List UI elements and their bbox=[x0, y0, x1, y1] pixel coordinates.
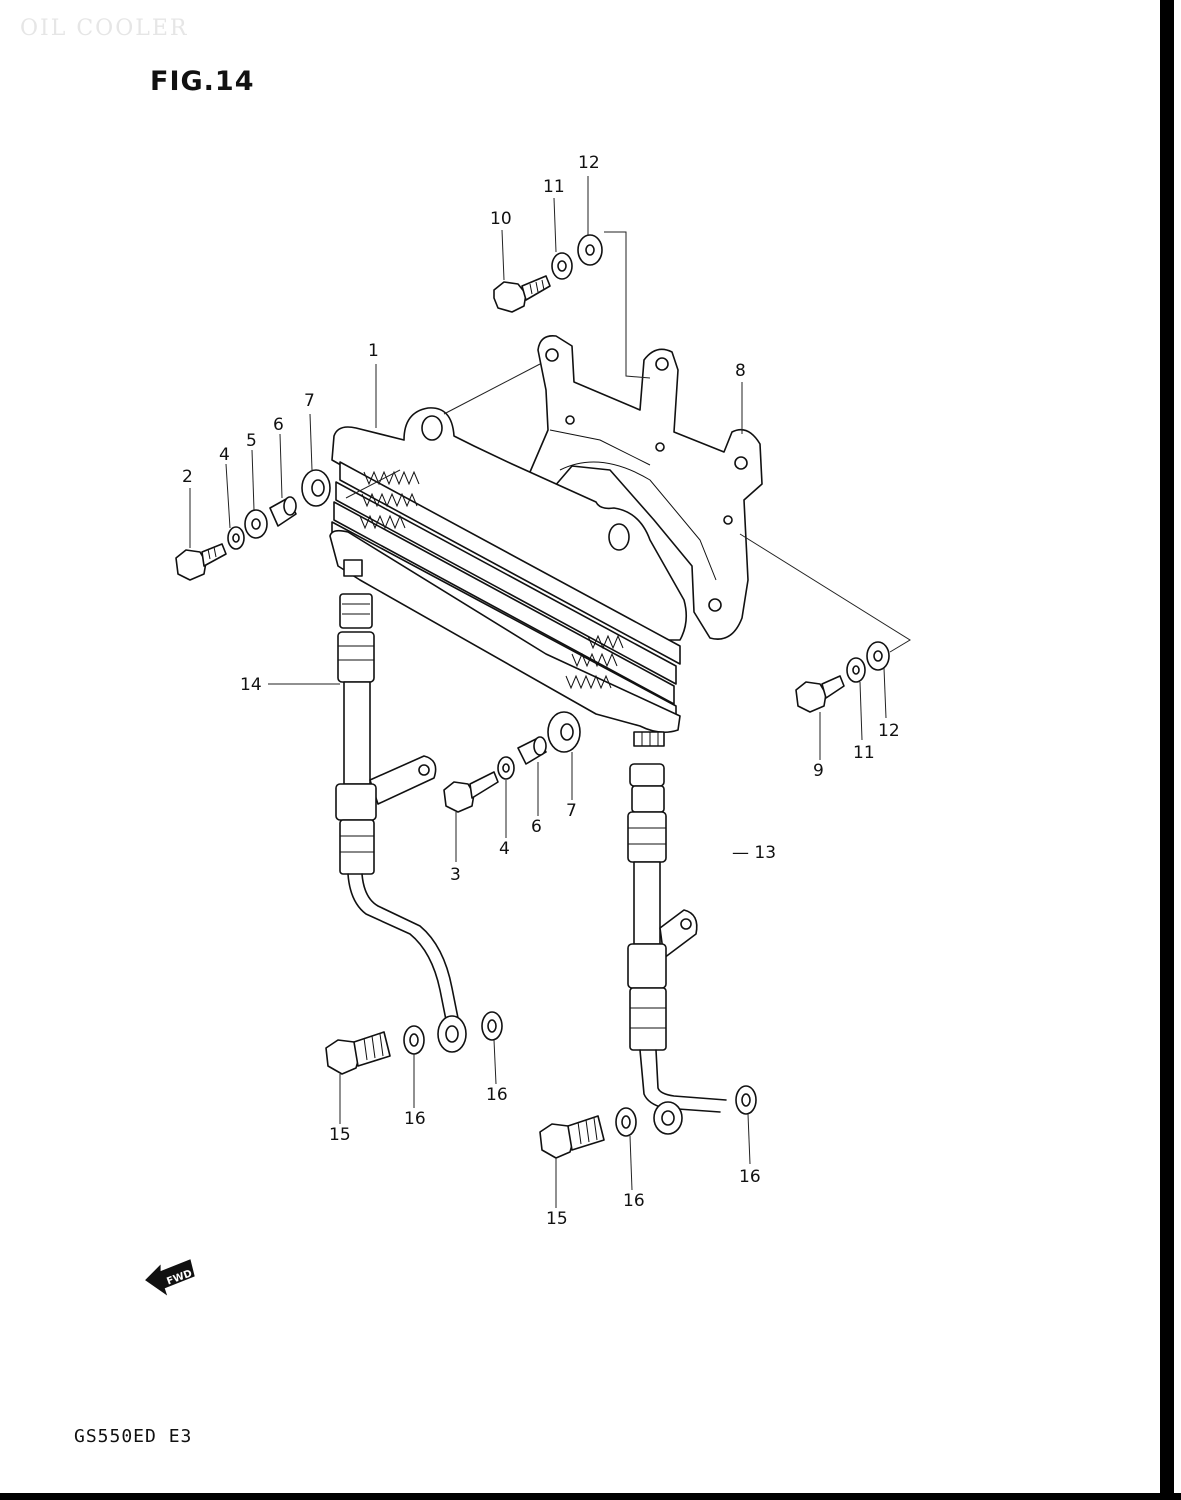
oil-hose-part-13 bbox=[627, 763, 727, 1135]
oil-hose-part-14 bbox=[335, 593, 467, 1053]
bolt-part-2 bbox=[175, 543, 227, 581]
callout-6-center: 6 bbox=[531, 817, 542, 837]
washer-part-5 bbox=[244, 509, 268, 539]
fwd-arrow-icon: FWD bbox=[145, 1259, 195, 1296]
callout-7-center: 7 bbox=[566, 801, 577, 821]
bolt-part-9 bbox=[795, 675, 845, 713]
collar-part-6-left bbox=[269, 496, 297, 527]
grommet-part-7-left bbox=[301, 469, 331, 507]
callout-15-right: 15 bbox=[546, 1209, 568, 1229]
callout-3: 3 bbox=[450, 865, 461, 885]
callout-9: 9 bbox=[813, 761, 824, 781]
lock-washer-part-4-center bbox=[497, 756, 515, 780]
ghost-section-title: OIL COOLER bbox=[20, 16, 189, 41]
callout-12-right: 12 bbox=[878, 721, 900, 741]
callout-6-left: 6 bbox=[273, 415, 284, 435]
washer-part-12-right bbox=[866, 641, 890, 671]
grommet-part-7-center bbox=[547, 711, 581, 753]
page-bottom-border bbox=[0, 1493, 1181, 1500]
callout-13: — 13 bbox=[732, 843, 776, 863]
oil-cooler-part-1 bbox=[329, 407, 688, 747]
bolt-part-3 bbox=[443, 771, 499, 813]
washer-part-16-b bbox=[481, 1011, 503, 1041]
bolt-part-10 bbox=[493, 275, 551, 313]
leader-lines bbox=[189, 176, 887, 1208]
washer-part-11-right bbox=[846, 657, 866, 683]
washer-part-16-c bbox=[615, 1107, 637, 1137]
assembly-lines bbox=[345, 231, 911, 653]
callout-11-right: 11 bbox=[853, 743, 875, 763]
callout-16-b: 16 bbox=[486, 1085, 508, 1105]
washer-part-11-top bbox=[551, 252, 573, 280]
collar-part-6-center bbox=[517, 736, 547, 765]
callout-16-d: 16 bbox=[739, 1167, 761, 1187]
union-bolt-part-15-right bbox=[539, 1115, 605, 1159]
callout-14: 14 bbox=[240, 675, 262, 695]
washer-part-16-d bbox=[735, 1085, 757, 1115]
callout-12-top: 12 bbox=[578, 153, 600, 173]
callout-10: 10 bbox=[490, 209, 512, 229]
washer-part-16-a bbox=[403, 1025, 425, 1055]
callout-11-top: 11 bbox=[543, 177, 565, 197]
callout-15-left: 15 bbox=[329, 1125, 351, 1145]
bracket-part-8 bbox=[523, 334, 763, 640]
callout-16-c: 16 bbox=[623, 1191, 645, 1211]
washer-part-12-top bbox=[577, 234, 603, 266]
callout-2: 2 bbox=[182, 467, 193, 487]
callout-4-left: 4 bbox=[219, 445, 230, 465]
callout-4-center: 4 bbox=[499, 839, 510, 859]
model-code: GS550ED E3 bbox=[74, 1426, 193, 1447]
union-bolt-part-15-left bbox=[325, 1031, 391, 1075]
callout-1: 1 bbox=[368, 341, 379, 361]
lock-washer-part-4-left bbox=[227, 526, 245, 550]
figure-title: FIG.14 bbox=[150, 66, 255, 97]
page-right-border bbox=[1160, 0, 1174, 1500]
callout-5: 5 bbox=[246, 431, 257, 451]
callout-8: 8 bbox=[735, 361, 746, 381]
callout-labels: 1 2 3 4 4 5 6 6 7 7 8 9 10 11 11 12 12 —… bbox=[182, 153, 900, 1229]
callout-7-left: 7 bbox=[304, 391, 315, 411]
callout-16-a: 16 bbox=[404, 1109, 426, 1129]
